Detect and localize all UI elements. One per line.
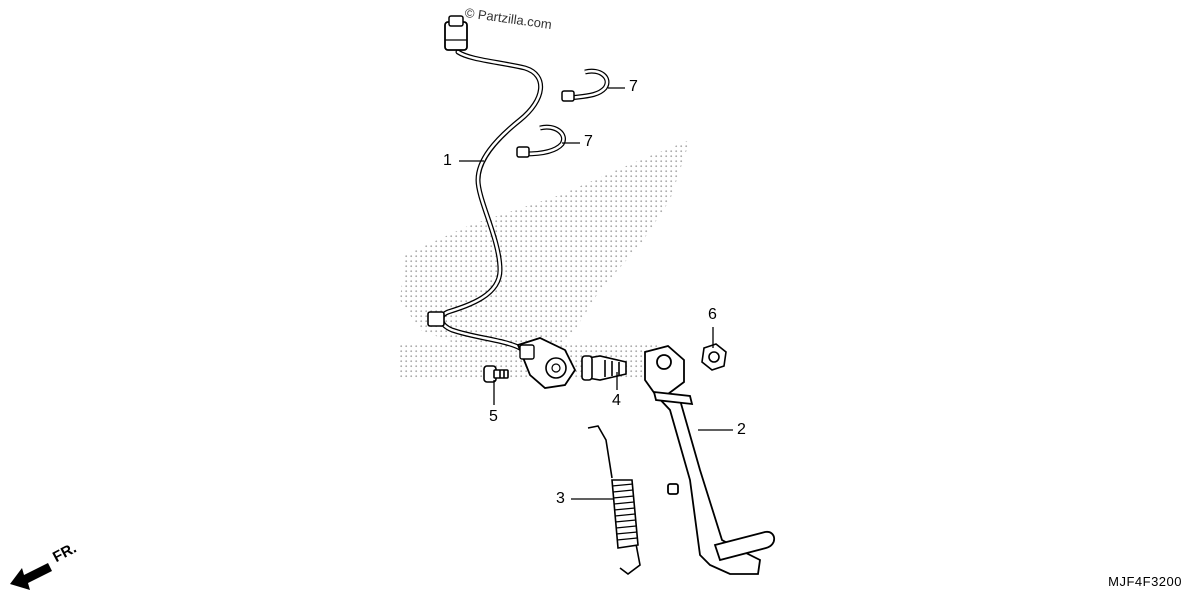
- diagram-code: MJF4F3200: [1108, 574, 1182, 589]
- front-direction-arrow-icon: [10, 563, 52, 590]
- spring-part-3[interactable]: [587, 425, 641, 575]
- callout-5[interactable]: 5: [489, 408, 498, 425]
- band-clip-upper[interactable]: [561, 68, 610, 102]
- callout-7-upper[interactable]: 7: [629, 78, 638, 95]
- callout-1[interactable]: 1: [443, 152, 452, 169]
- callout-6[interactable]: 6: [708, 306, 717, 323]
- band-clip-lower[interactable]: [516, 124, 566, 158]
- nut-part-6[interactable]: [701, 343, 727, 371]
- callout-3[interactable]: 3: [556, 490, 565, 507]
- callout-2[interactable]: 2: [737, 421, 746, 438]
- bolt-part-5[interactable]: [483, 365, 509, 383]
- leader-lines: [459, 87, 733, 500]
- callout-4[interactable]: 4: [612, 392, 621, 409]
- side-stand-part-2[interactable]: [644, 345, 776, 575]
- side-stand-switch-harness[interactable]: [427, 15, 577, 389]
- callout-7-lower[interactable]: 7: [584, 133, 593, 150]
